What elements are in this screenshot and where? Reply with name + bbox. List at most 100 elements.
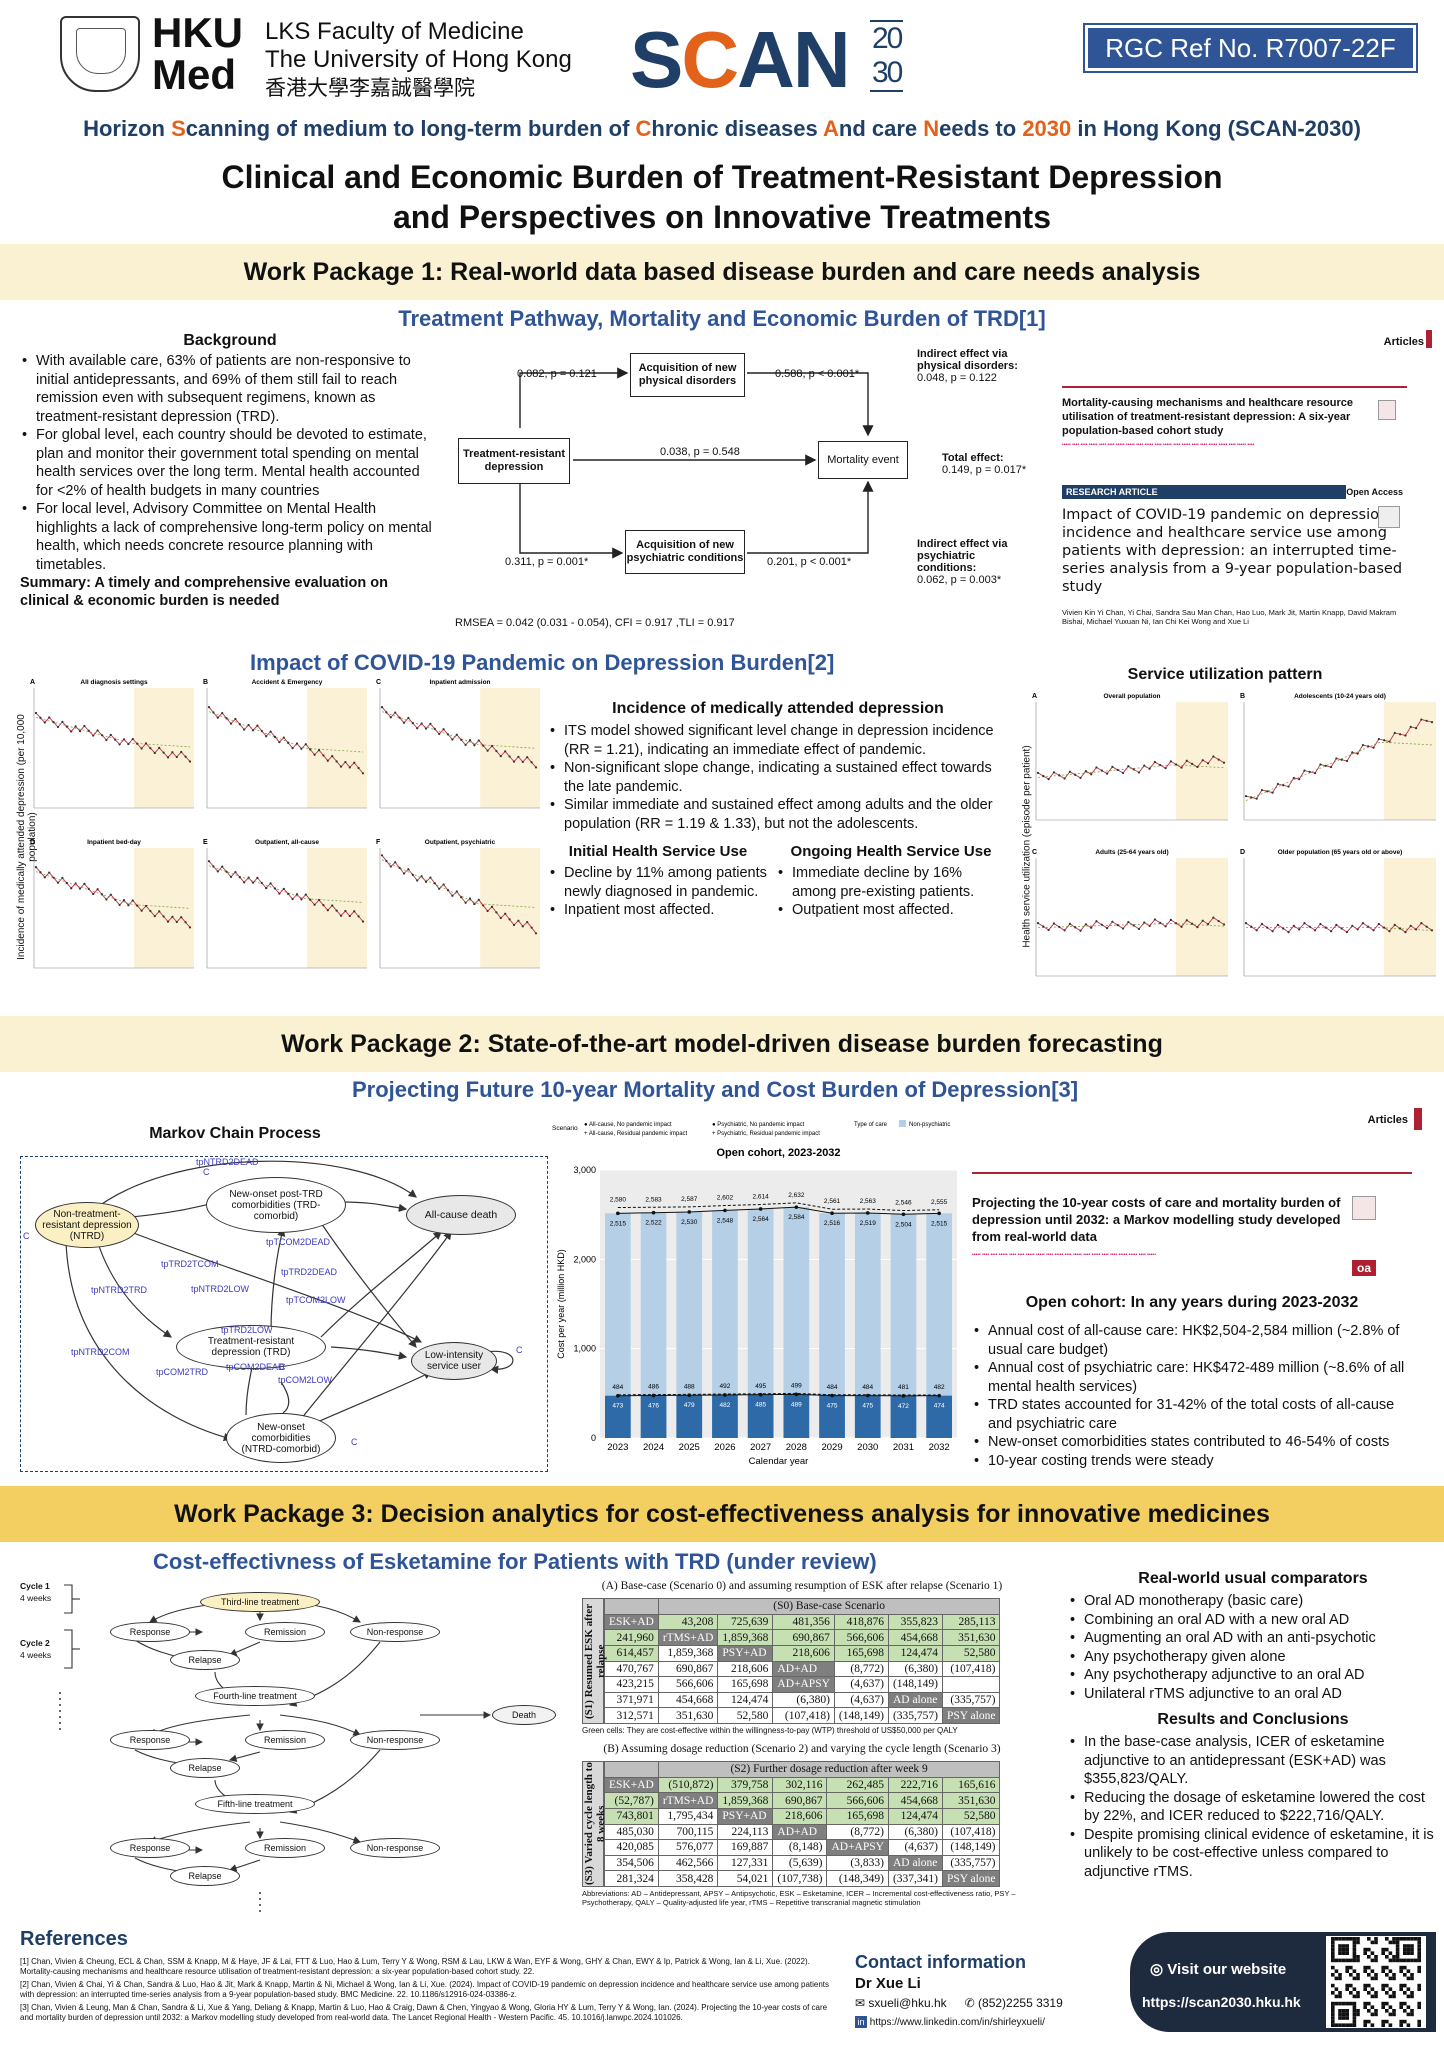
qr-module <box>1363 1965 1367 1970</box>
list-item: Inpatient most affected. <box>548 901 768 920</box>
flow-node: Non-response <box>350 1838 440 1858</box>
point <box>616 1393 620 1398</box>
qr-module <box>1410 1951 1414 1955</box>
data-point <box>229 722 233 725</box>
point <box>687 1393 692 1398</box>
edge-label-5: 0.201, p < 0.001* <box>767 556 852 568</box>
qr-module <box>1413 1937 1418 1941</box>
qr-module <box>1385 1991 1389 1995</box>
linkedin-link[interactable]: https://www.linkedin.com/in/shirleyxueli… <box>869 2017 1045 2028</box>
qr-module <box>1367 1947 1371 1952</box>
data-point <box>171 751 174 754</box>
qr-module <box>1403 1973 1407 1977</box>
data-point <box>477 739 480 742</box>
qr-module <box>1331 1983 1335 1988</box>
bar-label: 485 <box>755 1402 766 1409</box>
data-point <box>234 871 237 874</box>
data-point <box>1313 772 1317 775</box>
data-point <box>1191 922 1194 925</box>
table-cell: (335,757) <box>887 1707 944 1724</box>
data-point <box>114 898 117 901</box>
data-point <box>521 760 524 764</box>
data-point <box>1036 922 1040 925</box>
qr-module <box>1381 2001 1385 2006</box>
data-point <box>1196 926 1199 929</box>
data-point <box>149 909 152 913</box>
data-point <box>273 735 277 738</box>
qr-module <box>1367 2001 1371 2006</box>
cea-tables: (A) Base-case (Scenario 0) and assuming … <box>582 1580 1052 1920</box>
list-item: Augmenting an oral AD with an anti-psych… <box>1068 1629 1438 1648</box>
qr-module <box>1352 1947 1357 1952</box>
qr-module <box>1367 2009 1371 2013</box>
point <box>794 1392 799 1397</box>
legend-s2: + All-cause, Residual pandemic impact <box>584 1131 688 1137</box>
website-block[interactable]: ◎ Visit our website https://scan2030.hku… <box>1130 1932 1316 2032</box>
data-point <box>34 866 38 869</box>
data-point <box>188 926 192 929</box>
data-point <box>269 730 272 733</box>
qr-module <box>1338 1937 1342 1941</box>
qr-module <box>1399 1937 1403 1941</box>
qr-module <box>1374 1976 1378 1981</box>
qr-module <box>1349 1991 1353 1995</box>
qr-module <box>1388 1958 1393 1963</box>
data-point <box>490 744 494 748</box>
data-point <box>216 870 219 873</box>
qr-module <box>1352 1994 1357 1999</box>
x-tick-label: 2032 <box>929 1442 950 1453</box>
table-cell: 52,580 <box>941 1644 1001 1662</box>
data-point <box>429 876 432 879</box>
pandemic-shade <box>307 848 367 968</box>
qr-module <box>1352 1940 1357 1945</box>
initial-use-block: Initial Health Service Use Decline by 11… <box>548 843 768 920</box>
email-link[interactable]: sxueli@hku.hk <box>868 1996 947 2010</box>
residual-label: 481 <box>898 1384 909 1391</box>
qr-module <box>1331 2016 1335 2020</box>
data-point <box>1042 925 1045 928</box>
table-cell: ESK+AD <box>604 1613 659 1631</box>
table-cell: (148,149) <box>941 1839 1001 1856</box>
qr-module <box>1345 2023 1349 2027</box>
data-point <box>153 915 156 918</box>
legend-swatch <box>899 1120 906 1127</box>
y-tick-label: 0 <box>591 1433 596 1443</box>
qr-module <box>1417 1983 1421 1988</box>
data-point <box>216 716 219 719</box>
data-point <box>269 882 272 885</box>
table-cell: 302,116 <box>772 1776 828 1794</box>
pandemic-shade <box>480 848 540 968</box>
qr-module <box>1367 1955 1371 1959</box>
list-item: For global level, each country should be… <box>20 426 440 500</box>
data-point <box>1420 922 1423 925</box>
line-allcause-nopandemic <box>617 1206 940 1215</box>
journal-icon <box>1378 400 1396 420</box>
qr-module <box>1349 1937 1353 1941</box>
data-point <box>451 738 454 741</box>
qr-module <box>1367 1973 1371 1977</box>
table-cell: 614,457 <box>604 1644 659 1662</box>
qr-module <box>1406 1947 1411 1952</box>
data-point <box>127 742 130 746</box>
tableA-side: (S1) Resumed ESK after relapse <box>582 1598 607 1724</box>
list-item: Reducing the dosage of esketamine lowere… <box>1068 1789 1438 1826</box>
data-point <box>1244 795 1248 798</box>
data-point <box>1276 782 1279 786</box>
faculty-name: LKS Faculty of Medicine The University o… <box>265 18 572 100</box>
table-cell: 1,859,368 <box>717 1629 774 1646</box>
pandemic-shade <box>1384 858 1436 976</box>
data-point <box>1329 930 1333 933</box>
results-list: In the base-case analysis, ICER of esket… <box>1068 1733 1438 1881</box>
table-cell: (337,341) <box>887 1870 944 1887</box>
residual-label: 486 <box>648 1384 659 1391</box>
legend-type: Type of care <box>854 1122 888 1128</box>
data-point <box>1430 929 1434 932</box>
data-point <box>526 756 529 759</box>
data-point <box>429 722 432 725</box>
data-point <box>1287 785 1290 788</box>
point <box>937 1393 941 1398</box>
data-point <box>1372 929 1375 932</box>
